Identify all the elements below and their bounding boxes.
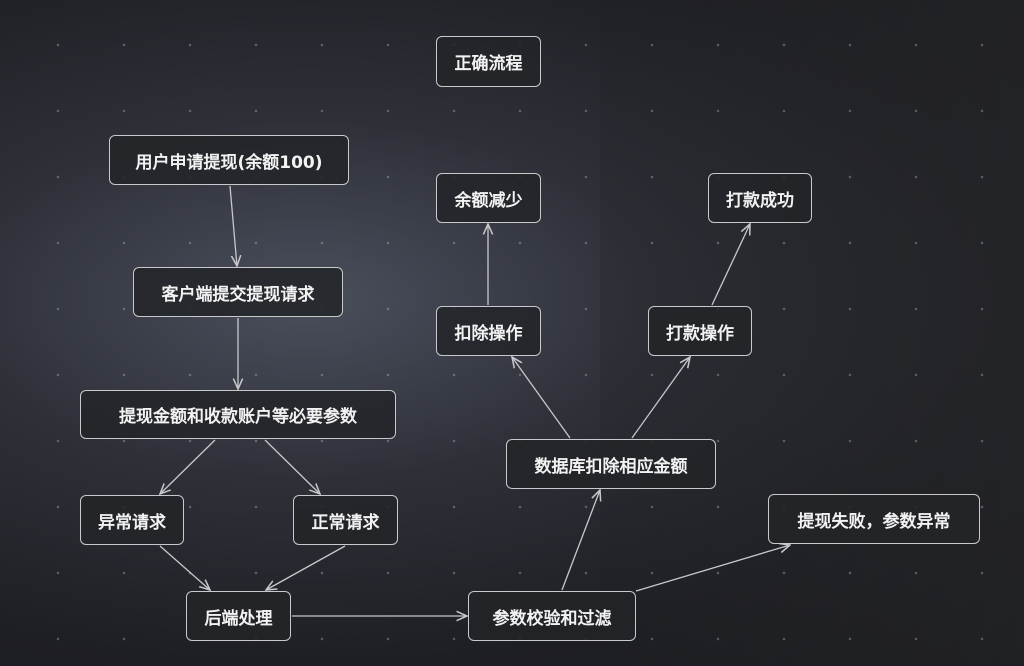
node-client-submit: 客户端提交提现请求 <box>133 267 343 317</box>
edge-db-pay <box>631 357 690 439</box>
node-validate: 参数校验和过滤 <box>468 591 636 641</box>
node-deduct-op: 扣除操作 <box>436 306 541 356</box>
edge-abnormal-backend <box>159 545 210 590</box>
edge-db-deduct <box>512 357 571 439</box>
node-params: 提现金额和收款账户等必要参数 <box>80 390 396 439</box>
node-title: 正确流程 <box>436 36 541 87</box>
node-db-deduct: 数据库扣除相应金额 <box>506 439 716 489</box>
node-backend: 后端处理 <box>186 591 291 641</box>
edge-validate-fail <box>635 545 790 592</box>
node-fail: 提现失败，参数异常 <box>768 494 980 544</box>
node-normal: 正常请求 <box>293 495 398 545</box>
node-user-apply: 用户申请提现(余额100) <box>109 135 349 185</box>
edge-apply-submit <box>229 185 237 266</box>
edge-params-normal <box>264 439 320 494</box>
edge-normal-backend <box>266 545 346 590</box>
edge-validate-db <box>561 490 600 591</box>
edge-pay-success <box>711 224 750 306</box>
node-balance-down: 余额减少 <box>436 173 541 223</box>
edge-params-abnormal <box>160 439 216 494</box>
node-pay-success: 打款成功 <box>708 173 812 223</box>
node-pay-op: 打款操作 <box>648 306 752 356</box>
node-abnormal: 异常请求 <box>80 495 184 545</box>
